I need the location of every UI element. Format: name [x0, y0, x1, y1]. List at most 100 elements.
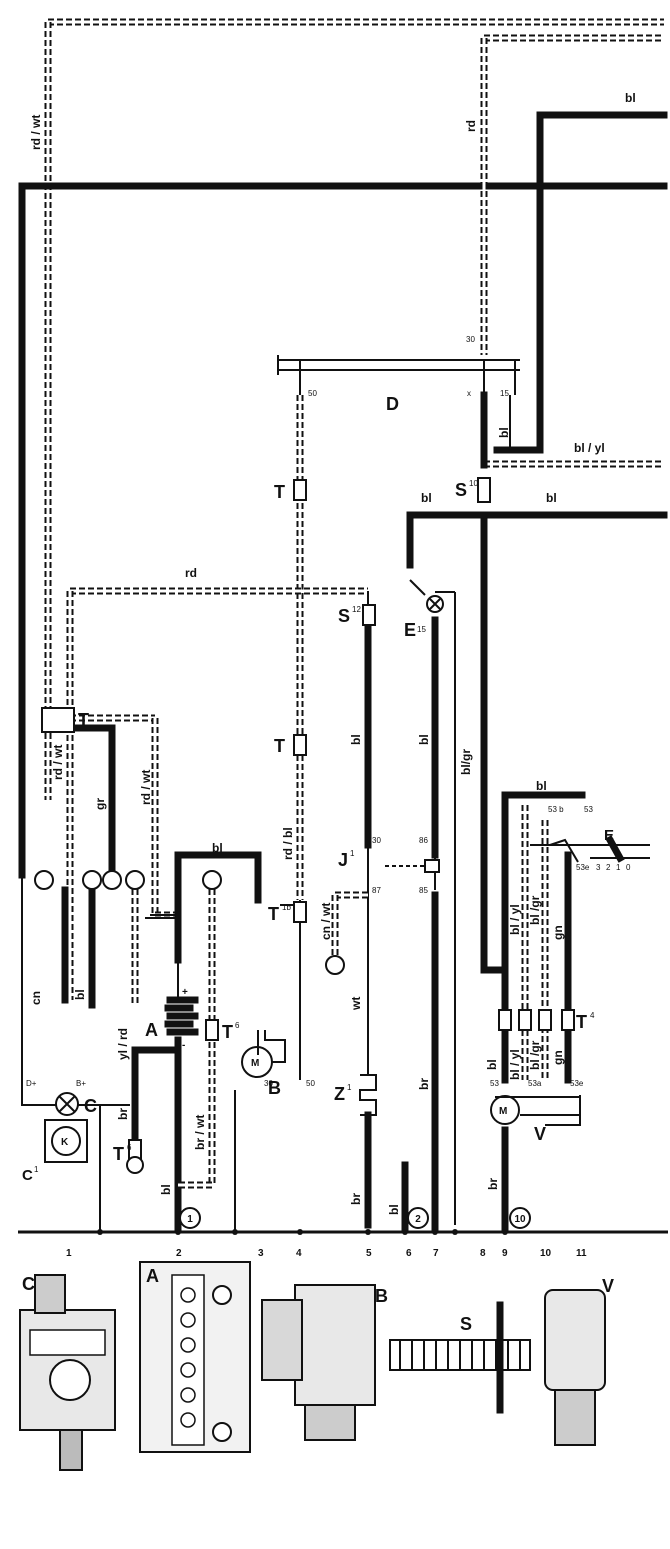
pictogram-battery: A	[139, 1261, 251, 1453]
label-T1b: T	[268, 904, 279, 924]
label-gn-wiper-low: gn	[551, 1050, 565, 1065]
label-C: C	[84, 1096, 97, 1116]
label-rd-wt-top: rd / wt	[29, 115, 43, 150]
label-J1: J	[338, 850, 348, 870]
label-T6-starter-sup: 6	[235, 1021, 240, 1030]
ground-wires	[21, 875, 409, 1234]
pictogram-label-A: A	[146, 1266, 159, 1286]
label-T6-battery: T	[113, 1144, 124, 1164]
socket-4	[125, 870, 145, 890]
label-E15: E	[404, 620, 416, 640]
pictogram-wiper-motor: V	[544, 1276, 614, 1446]
label-bl-battery-low: bl	[159, 1184, 173, 1195]
warning-lamp	[409, 579, 444, 613]
socket-5	[202, 870, 222, 890]
wire-rd-wt-outer	[44, 18, 664, 800]
label-bl-gnd6: bl	[387, 1204, 401, 1215]
wire-cn-wt	[331, 891, 368, 960]
label-rd-top: rd	[464, 120, 478, 132]
label-bl-wiper-mid: bl	[485, 1059, 499, 1070]
label-S12: S	[338, 606, 350, 626]
fuse-T6-starter	[205, 1019, 219, 1041]
pin-30-starter: 30	[264, 1079, 273, 1088]
wire-bl-starter	[174, 851, 262, 964]
label-T-box: T	[78, 710, 89, 730]
pin-sw-3: 3	[596, 863, 601, 872]
label-rd-horiz: rd	[185, 566, 197, 580]
pin-sw-2: 2	[606, 863, 611, 872]
starter-B	[241, 1030, 286, 1078]
label-rd-bl: rd / bl	[281, 827, 295, 860]
fuse-T4-a	[498, 1009, 512, 1031]
label-T-lower: T	[274, 736, 285, 756]
gnd-num-8: 8	[480, 1248, 486, 1259]
label-bl-battery: bl	[212, 841, 223, 855]
pin-86-relay: 86	[419, 836, 428, 845]
pictogram-generator: C	[19, 1274, 116, 1471]
label-S12-sup: 12	[352, 605, 361, 614]
label-V: V	[534, 1124, 546, 1144]
gnd-num-6: 6	[406, 1248, 412, 1259]
label-gn-wiper: gn	[551, 925, 565, 940]
label-J1-sup: 1	[350, 849, 355, 858]
pictogram-label-C: C	[22, 1274, 35, 1294]
svg-text:1: 1	[187, 1214, 193, 1225]
fuse-T1b	[293, 901, 307, 923]
fuse-S12	[362, 604, 376, 626]
gnd-num-11: 11	[576, 1248, 587, 1259]
pin-dfplus: D+	[26, 1079, 37, 1088]
pin-sw-1: 1	[616, 863, 621, 872]
wiper-switch-E	[590, 835, 650, 863]
pin-battery-minus: -	[182, 1040, 185, 1051]
label-br-z1: br	[349, 1193, 363, 1205]
wire-cn-left	[18, 182, 668, 879]
label-cn-wt: cn / wt	[319, 903, 333, 940]
label-T4: T	[576, 1012, 587, 1032]
pin-sw-0: 0	[626, 863, 631, 872]
label-cn-left: cn	[29, 991, 43, 1005]
label-A: A	[145, 1020, 158, 1040]
label-bl-s12: bl	[349, 734, 363, 745]
pin-87-relay: 87	[372, 886, 381, 895]
label-C1-sup: 1	[34, 1165, 39, 1174]
wire-rd-top-right	[480, 34, 664, 355]
fuse-T-lower	[293, 734, 307, 756]
fuse-T4-b	[518, 1009, 532, 1031]
label-bl-gr-wiper-low: bl /gr	[528, 1040, 542, 1070]
wire-wiper	[480, 791, 650, 1084]
wire-bl-main	[406, 511, 668, 974]
wire-bl-gr	[435, 591, 456, 1225]
label-C1: C	[22, 1167, 33, 1184]
gnd-num-10: 10	[540, 1248, 552, 1259]
pin-50-starter: 50	[306, 1079, 315, 1088]
pin-53e-motor: 53e	[570, 1079, 584, 1088]
ignition-switch-bar	[277, 355, 520, 395]
element-Z1	[359, 1074, 377, 1116]
label-br-86: br	[417, 1078, 431, 1090]
fuse-T-upper	[293, 479, 307, 501]
label-E-switch: E	[604, 827, 614, 844]
pictogram-fuse-strip: S	[389, 1301, 531, 1414]
wire-bl-86	[385, 616, 439, 1234]
label-bl-yl-wiper: bl / yl	[508, 904, 522, 935]
pin-battery-plus: +	[182, 987, 188, 998]
label-bl-switch: bl	[497, 427, 511, 438]
label-S10-sup: 10	[469, 479, 478, 488]
gnd-num-2: 2	[176, 1248, 182, 1259]
pin-50-switch: 50	[308, 389, 317, 398]
label-E15-num: 15	[417, 625, 426, 634]
ground-marker-1: 1	[179, 1207, 201, 1229]
label-Z1: Z	[334, 1084, 345, 1104]
pin-53a-motor: 53a	[528, 1079, 542, 1088]
label-gr: gr	[93, 798, 107, 810]
label-bl-yl-wiper-low: bl / yl	[508, 1049, 522, 1080]
wire-d-plus	[61, 876, 96, 1009]
label-T-upper: T	[274, 482, 285, 502]
label-bl-left-fuse: bl	[421, 491, 432, 505]
wire-bl-switch-x	[480, 391, 511, 469]
label-bl-wiper-top: bl	[536, 779, 547, 793]
label-bl-gr-wiper: bl /gr	[528, 895, 542, 925]
pin-bplus: B+	[76, 1079, 86, 1088]
fuse-T4-c	[538, 1009, 552, 1031]
